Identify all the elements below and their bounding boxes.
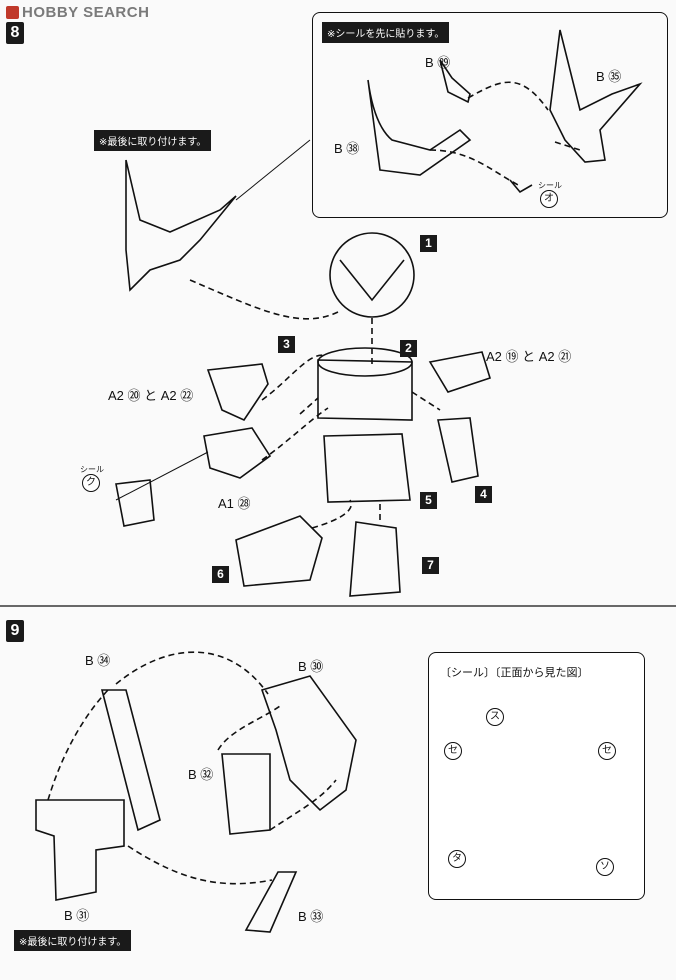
label-b31: B ㉛ bbox=[64, 908, 90, 923]
note-attach-last: ※最後に取り付けます。 bbox=[94, 130, 212, 151]
watermark: HOBBY SEARCH bbox=[6, 4, 149, 21]
waist-shape bbox=[323, 433, 411, 503]
label-a1-28: A1 ㉘ bbox=[218, 496, 251, 511]
part-b30-shape bbox=[260, 675, 357, 812]
seal-so: ソ bbox=[596, 858, 614, 876]
seal-ku-shape bbox=[115, 479, 155, 527]
seal-o-label: オ bbox=[540, 190, 558, 208]
seal-ta: タ bbox=[448, 850, 466, 868]
step-8-part-6: 6 bbox=[212, 566, 229, 583]
head-crest-shape bbox=[125, 159, 237, 292]
label-b35: B ㉟ bbox=[596, 69, 622, 84]
step-8-part-2: 2 bbox=[400, 340, 417, 357]
arm-shape bbox=[437, 417, 479, 483]
shoulder-a2-19-21-shape bbox=[428, 351, 491, 393]
step-8-part-3: 3 bbox=[278, 336, 295, 353]
part-b38-shape bbox=[367, 79, 472, 176]
seal-box-title: 〔シール〕〔正面から見た図〕 bbox=[440, 667, 589, 679]
note-apply-seal-first: ※シールを先に貼ります。 bbox=[322, 22, 450, 43]
label-b33: B ㉝ bbox=[298, 909, 324, 924]
label-b32: B ㉜ bbox=[188, 767, 214, 782]
pre-apply-seal-inset bbox=[312, 12, 668, 218]
leg-right-shape bbox=[349, 521, 401, 597]
armor-a2-20-22-shape bbox=[206, 363, 269, 422]
label-a2-20-22: A2 ⑳ と A2 ㉒ bbox=[108, 388, 194, 403]
part-b35-shape bbox=[549, 29, 643, 163]
label-b38: B ㊳ bbox=[334, 141, 360, 156]
seal-ku-label: ク bbox=[82, 474, 100, 492]
part-b34-shape bbox=[100, 689, 161, 832]
label-b30: B ㉚ bbox=[298, 659, 324, 674]
label-a2-19-21: A2 ⑲ と A2 ㉑ bbox=[486, 349, 572, 364]
logo-icon bbox=[6, 6, 19, 19]
seal-se-left: セ bbox=[444, 742, 462, 760]
torso-shape bbox=[317, 359, 413, 421]
label-b34: B ㉞ bbox=[85, 653, 111, 668]
step-9-number: 9 bbox=[6, 620, 24, 642]
label-b29: B ㉙ bbox=[425, 55, 451, 70]
part-b33-shape bbox=[244, 871, 298, 933]
step-8-part-7: 7 bbox=[422, 557, 439, 574]
seal-ku-caption: シール bbox=[80, 465, 104, 474]
step-8-number: 8 bbox=[6, 22, 24, 44]
note-attach-last-step9: ※最後に取り付けます。 bbox=[14, 930, 132, 951]
step-8-part-1: 1 bbox=[420, 235, 437, 252]
chest-a1-28-shape bbox=[203, 427, 272, 479]
head-shape bbox=[329, 232, 415, 318]
seal-se-right: セ bbox=[598, 742, 616, 760]
step-8-part-4: 4 bbox=[475, 486, 492, 503]
part-b31-shape bbox=[35, 799, 125, 901]
leg-left-shape bbox=[235, 515, 323, 587]
seal-su: ス bbox=[486, 708, 504, 726]
seal-o-caption: シール bbox=[538, 181, 562, 190]
seal-o-shape bbox=[509, 179, 533, 194]
part-b32-shape bbox=[221, 753, 271, 835]
step-8-part-5: 5 bbox=[420, 492, 437, 509]
